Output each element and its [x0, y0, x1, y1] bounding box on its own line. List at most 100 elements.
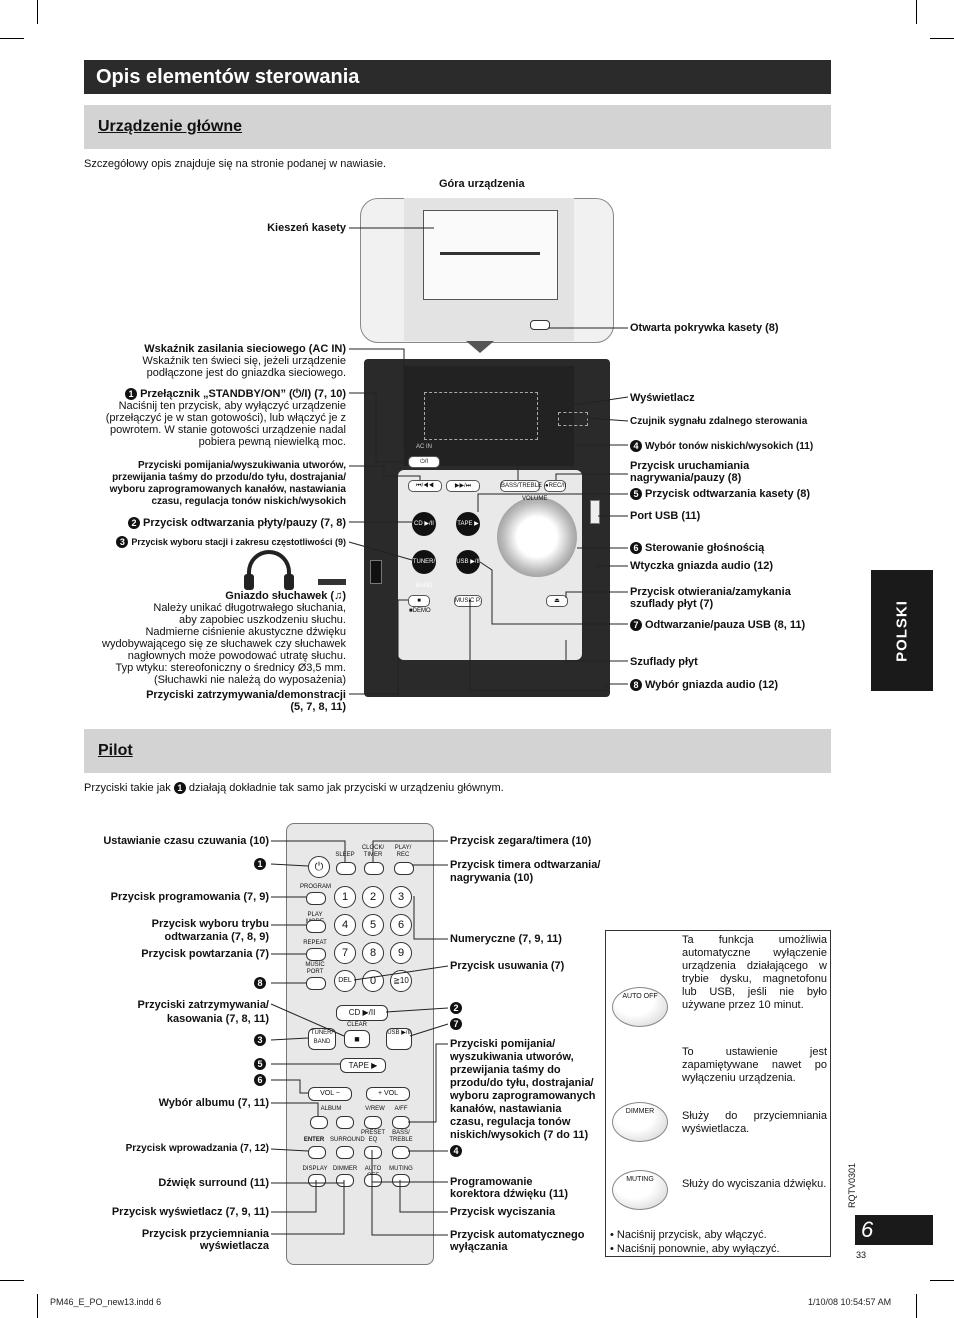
music-port-label: MUSIC PORT — [305, 962, 325, 975]
volume-knob[interactable] — [497, 497, 577, 577]
usb-port[interactable] — [590, 500, 600, 524]
cassette-compartment — [423, 210, 558, 300]
tape-play-button[interactable]: TAPE ▶ — [456, 512, 480, 536]
label-skip-buttons: czasu, regulacja tonów niskich/wysokich — [151, 496, 346, 507]
auto-off-button-illustration: AUTO OFF — [612, 987, 668, 1027]
delete-button[interactable]: DEL — [334, 970, 356, 992]
dimmer-btn-text: DIMMER — [625, 1108, 655, 1115]
key-3[interactable]: 3 — [390, 886, 412, 908]
key-8[interactable]: 8 — [362, 942, 384, 964]
stop-clear-button[interactable]: ■ — [344, 1030, 370, 1048]
num-badge: 6 — [630, 542, 642, 554]
surround-button[interactable] — [336, 1146, 354, 1159]
tuner-band-button[interactable]: TUNER/ BAND — [308, 1028, 336, 1050]
skip-back-button[interactable]: ⏮/◀◀ — [408, 480, 442, 492]
play-mode-button[interactable] — [306, 920, 326, 933]
usb-play-button[interactable]: USB ▶/II — [386, 1028, 412, 1050]
clock-timer-button[interactable] — [364, 862, 384, 875]
album-up-button[interactable] — [336, 1116, 354, 1129]
label-sleep: Ustawianie czasu czuwania (10) — [103, 835, 269, 847]
label-auto-off: Przycisk automatycznego — [450, 1229, 585, 1241]
label-headphones-desc: Nadmierne ciśnienie akustyczne dźwięku — [145, 626, 346, 638]
program-label: PROGRAM — [300, 884, 332, 890]
label-stop-clear: kasowania (7, 8, 11) — [166, 1013, 269, 1025]
label-ac-in: Wskaźnik zasilania sieciowego (AC IN) — [144, 343, 346, 355]
preset-eq-button[interactable] — [364, 1146, 382, 1159]
label-standby-desc: Naciśnij ten przycisk, aby wyłączyć urzą… — [118, 400, 346, 412]
label-num1: 1 — [254, 858, 269, 870]
repeat-label: REPEAT — [303, 940, 327, 946]
key-10plus[interactable]: ≧10 — [390, 970, 412, 992]
music-port-button[interactable]: MUSIC P. — [454, 595, 482, 607]
label-play-rec-timer: nagrywania (10) — [450, 872, 534, 884]
cd-play-button[interactable]: CD ▶/II — [336, 1005, 388, 1021]
album-down-button[interactable] — [310, 1116, 328, 1129]
cd-play-button[interactable]: CD ▶/II — [412, 512, 436, 536]
bass-treble-button[interactable] — [392, 1146, 410, 1159]
bullet-on: • Naciśnij przycisk, aby włączyć. — [610, 1229, 767, 1241]
muting-button-illustration: MUTING — [612, 1170, 668, 1210]
key-4[interactable]: 4 — [334, 914, 356, 936]
key-2[interactable]: 2 — [362, 886, 384, 908]
tape-play-button[interactable]: TAPE ▶ — [340, 1058, 386, 1073]
crop-mark — [37, 0, 38, 24]
display-button[interactable] — [308, 1174, 326, 1187]
stop-demo-button[interactable]: ■ — [408, 595, 430, 607]
volume-up-button[interactable]: + VOL — [366, 1087, 410, 1101]
label-num6: 6 — [254, 1074, 269, 1086]
dimmer-button[interactable] — [336, 1174, 354, 1187]
standby-button[interactable]: ⏻/I — [408, 456, 440, 468]
program-button[interactable] — [306, 892, 326, 905]
play-rec-button[interactable] — [394, 862, 414, 875]
label-skip: wyboru zaprogramowanych — [450, 1090, 596, 1102]
music-port-button[interactable] — [306, 977, 326, 990]
enter-button[interactable] — [308, 1146, 326, 1159]
tuner-band-button[interactable]: TUNER/ BAND — [412, 550, 436, 589]
crop-mark — [916, 1294, 917, 1318]
auto-off-button[interactable] — [364, 1174, 382, 1187]
standby-remote-button[interactable]: ⏻ — [308, 856, 330, 878]
key-7[interactable]: 7 — [334, 942, 356, 964]
rec-pause-button[interactable]: ●REC/II — [544, 480, 566, 492]
info-box — [605, 930, 831, 1257]
document-code: RQTV0301 — [847, 1162, 857, 1208]
usb-play-button[interactable]: USB ▶/II — [456, 550, 480, 574]
key-6[interactable]: 6 — [390, 914, 412, 936]
volume-down-button[interactable]: VOL − — [308, 1087, 352, 1101]
sleep-button[interactable] — [336, 862, 356, 875]
label-disc-tray: Szuflady płyt — [630, 656, 698, 668]
dimmer-button-illustration: DIMMER — [612, 1102, 668, 1142]
label-preset-eq: korektora dźwięku (11) — [450, 1188, 568, 1200]
eject-button[interactable]: ⏏ — [546, 595, 568, 607]
label-repeat: Przycisk powtarzania (7) — [141, 948, 269, 960]
key-9[interactable]: 9 — [390, 942, 412, 964]
label-skip: czasu, regulacja tonów — [450, 1116, 571, 1128]
skip-forward-button[interactable]: ▶▶/⏭ — [446, 480, 480, 492]
label-headphones-desc: Typ wtyku: stereofoniczny o średnicy Ø3,… — [115, 662, 346, 674]
muting-button[interactable] — [392, 1174, 410, 1187]
crop-mark — [916, 0, 917, 24]
key-5[interactable]: 5 — [362, 914, 384, 936]
label-numeric: Numeryczne (7, 9, 11) — [450, 933, 562, 945]
rew-button[interactable] — [364, 1116, 382, 1129]
label-cassette-lid: Otwarta pokrywka kasety (8) — [630, 322, 779, 334]
bass-treble-button[interactable]: BASS/TREBLE — [500, 480, 542, 492]
dimmer-description: Służy do przyciemniania wyświetlacza. — [682, 1110, 827, 1135]
label-audio-plug: Wtyczka gniazda audio (12) — [630, 560, 774, 572]
label-skip: wyszukiwania utworów, — [450, 1051, 574, 1063]
key-0[interactable]: 0 — [362, 970, 384, 992]
label-headphones-desc: nagłownych może powodować utratę słuchu. — [127, 650, 346, 662]
rew-label: V/REW — [365, 1106, 385, 1112]
label-num5: 5 — [254, 1058, 269, 1070]
key-1[interactable]: 1 — [334, 886, 356, 908]
dimmer-label: DIMMER — [332, 1166, 358, 1172]
headphone-jack[interactable] — [370, 560, 382, 584]
repeat-button[interactable] — [306, 948, 326, 961]
cassette-open-button[interactable] — [530, 320, 550, 330]
label-skip: kanałów, nastawiania — [450, 1103, 562, 1115]
